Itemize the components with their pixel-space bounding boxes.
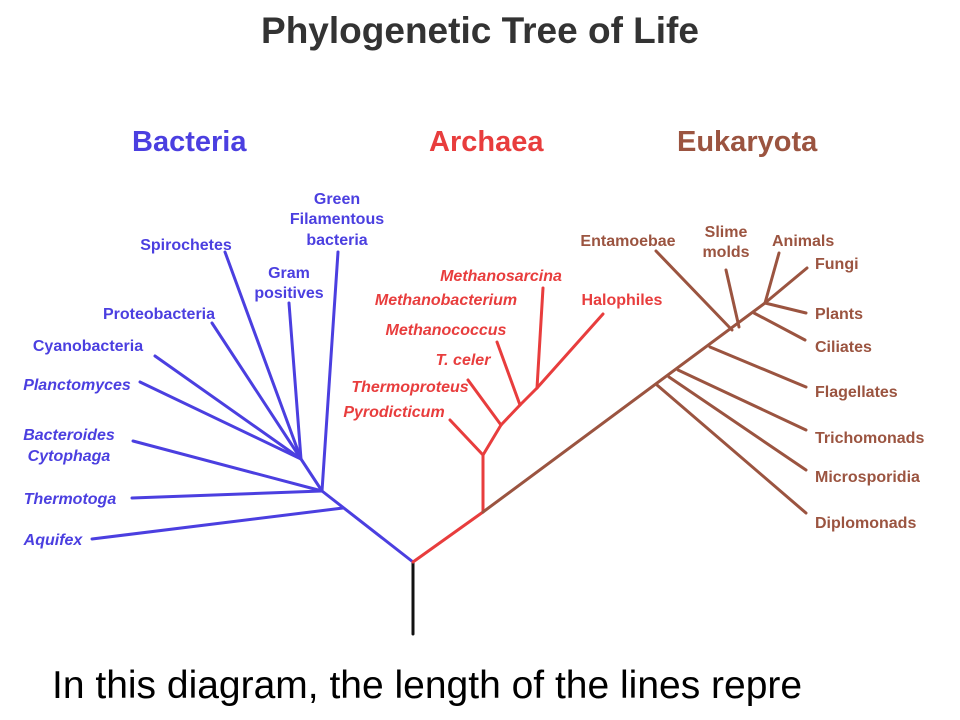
taxon-label-fungi: Fungi — [815, 256, 859, 273]
archaea-inner-3 — [518, 386, 539, 407]
taxon-label-plants: Plants — [815, 306, 863, 323]
taxon-label-slime-molds-1: Slime — [705, 224, 748, 241]
domain-label-bacteria: Bacteria — [132, 126, 247, 158]
branch-plants — [763, 301, 808, 315]
page-title: Phylogenetic Tree of Life — [261, 10, 699, 51]
taxon-label-gram-positives-2: positives — [254, 285, 323, 302]
taxon-label-green-filamentous-3: bacteria — [306, 232, 367, 249]
archaea-inner-1 — [481, 423, 503, 457]
taxon-label-ciliates: Ciliates — [815, 339, 872, 356]
taxon-label-thermoproteus: Thermoproteus — [351, 379, 468, 396]
domain-label-archaea: Archaea — [429, 126, 544, 158]
branch-ciliates — [752, 311, 807, 342]
taxon-label-green-filamentous-2: Filamentous — [290, 211, 384, 228]
branch-entamoebae — [654, 249, 734, 332]
bacteria-clade — [90, 250, 415, 564]
taxon-label-trichomonads: Trichomonads — [815, 430, 924, 447]
domain-label-eukaryota: Eukaryota — [677, 126, 818, 158]
branch-fungi — [763, 266, 809, 305]
branch-animals — [763, 251, 781, 305]
bacteria-stem — [320, 489, 415, 564]
branch-thermoproteus — [466, 378, 503, 427]
taxon-label-gram-positives-1: Gram — [268, 265, 310, 282]
taxon-label-entamoebae: Entamoebae — [580, 233, 675, 250]
taxon-label-diplomonads: Diplomonads — [815, 515, 916, 532]
taxon-label-proteobacteria: Proteobacteria — [103, 306, 215, 323]
branch-slime-molds — [724, 268, 741, 329]
taxon-label-microsporidia: Microsporidia — [815, 469, 920, 486]
branch-diplomonads — [655, 383, 808, 515]
branch-proteobacteria — [210, 321, 303, 461]
branch-trichomonads — [676, 368, 808, 432]
taxon-label-planctomyces: Planctomyces — [23, 377, 131, 394]
branch-halophiles — [535, 312, 605, 390]
phylogenetic-tree: Green Filamentous bacteria Spirochetes G… — [23, 191, 924, 636]
taxon-label-aquifex: Aquifex — [23, 532, 84, 549]
taxon-label-thermotoga: Thermotoga — [24, 491, 117, 508]
taxon-label-green-filamentous-1: Green — [314, 191, 360, 208]
archaea-clade — [411, 286, 605, 564]
branch-methanosarcina — [535, 286, 545, 390]
taxon-label-methanosarcina: Methanosarcina — [440, 268, 562, 285]
taxon-label-pyrodicticum: Pyrodicticum — [343, 404, 444, 421]
branch-t-celer — [495, 340, 522, 407]
bacteria-inner — [299, 457, 324, 493]
taxon-label-spirochetes: Spirochetes — [140, 237, 232, 254]
branch-microsporidia — [667, 375, 808, 472]
eukaryota-clade — [481, 249, 809, 515]
branch-spirochetes — [223, 250, 303, 461]
branch-aquifex — [90, 506, 345, 541]
branch-pyrodicticum — [448, 418, 485, 457]
taxon-label-cyanobacteria: Cyanobacteria — [33, 338, 143, 355]
branch-cyanobacteria — [153, 354, 303, 461]
branch-planctomyces — [138, 380, 303, 461]
branch-bacteroides — [131, 439, 324, 493]
branch-flagellates — [708, 345, 808, 389]
branch-green-filamentous — [320, 250, 340, 493]
branch-thermotoga — [130, 489, 324, 500]
eukaryota-stem — [481, 301, 767, 514]
taxon-label-halophiles: Halophiles — [582, 292, 663, 309]
taxon-label-methanobacterium: Methanobacterium — [375, 292, 517, 309]
taxon-label-animals: Animals — [772, 233, 834, 250]
taxon-label-t-celer: T. celer — [436, 352, 492, 369]
archaea-stem-a — [411, 510, 485, 564]
taxon-label-methanococcus: Methanococcus — [386, 322, 507, 339]
branch-gram-positives — [287, 301, 303, 461]
taxon-label-bacteroides-2: Cytophaga — [28, 448, 111, 465]
taxon-label-slime-molds-2: molds — [702, 244, 749, 261]
archaea-inner-2 — [499, 403, 522, 427]
taxon-label-flagellates: Flagellates — [815, 384, 898, 401]
caption-text: In this diagram, the length of the lines… — [52, 664, 803, 707]
taxon-label-bacteroides-1: Bacteroides — [23, 427, 115, 444]
